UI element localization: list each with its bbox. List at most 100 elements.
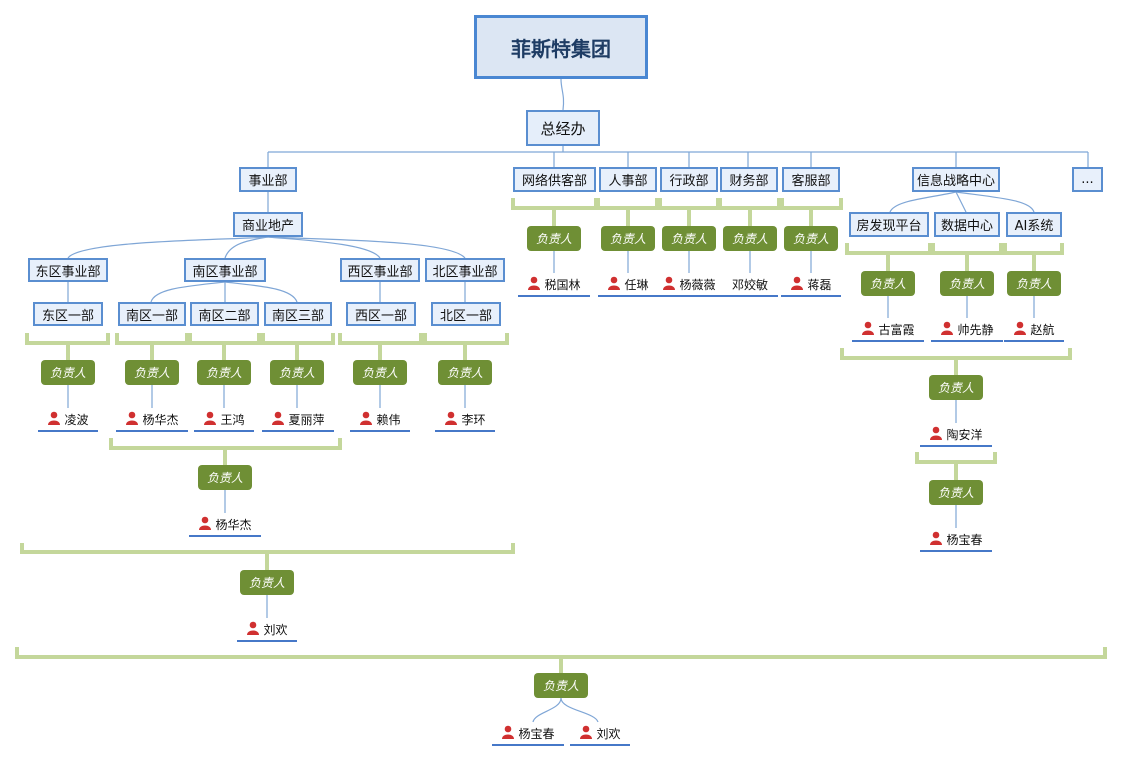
role-label: 负责人 <box>784 226 838 251</box>
person-north-lead[interactable]: 李环 <box>435 408 495 432</box>
dept-north-1[interactable]: 北区一部 <box>431 302 501 326</box>
person-name: 王鸿 <box>220 412 245 427</box>
person-service-lead[interactable]: 蒋磊 <box>781 273 841 297</box>
person-name: 杨华杰 <box>142 412 179 427</box>
person-network-lead[interactable]: 税国林 <box>518 273 590 297</box>
role-label: 负责人 <box>240 570 294 595</box>
dept-more[interactable]: ... <box>1072 167 1103 192</box>
dept-east-1[interactable]: 东区一部 <box>33 302 103 326</box>
person-east-lead[interactable]: 凌波 <box>38 408 98 432</box>
dept-finance[interactable]: 财务部 <box>720 167 778 192</box>
dept-data-center[interactable]: 数据中心 <box>934 212 1000 237</box>
dept-east[interactable]: 东区事业部 <box>28 258 108 282</box>
person-icon <box>125 411 139 428</box>
person-icon <box>203 411 217 428</box>
dept-south[interactable]: 南区事业部 <box>184 258 266 282</box>
person-info-head[interactable]: 杨宝春 <box>920 528 992 552</box>
person-icon <box>662 276 676 293</box>
dept-west[interactable]: 西区事业部 <box>340 258 420 282</box>
person-west-lead[interactable]: 赖伟 <box>350 408 410 432</box>
role-label: 负责人 <box>723 226 777 251</box>
ceo-office[interactable]: 总经办 <box>526 110 600 146</box>
person-group-lead-2[interactable]: 刘欢 <box>570 722 630 746</box>
person-business-lead[interactable]: 刘欢 <box>237 618 297 642</box>
role-label: 负责人 <box>662 226 716 251</box>
role-label: 负责人 <box>270 360 324 385</box>
role-label: 负责人 <box>534 673 588 698</box>
person-data-lead[interactable]: 帅先静 <box>931 318 1003 342</box>
person-south2-lead[interactable]: 王鸿 <box>194 408 254 432</box>
person-name: 杨薇薇 <box>679 277 716 292</box>
person-ai-lead[interactable]: 赵航 <box>1004 318 1064 342</box>
person-south-region-lead[interactable]: 杨华杰 <box>189 513 261 537</box>
dept-business[interactable]: 事业部 <box>239 167 297 192</box>
person-admin-lead[interactable]: 杨薇薇 <box>656 273 722 297</box>
person-name: 杨宝春 <box>518 726 555 741</box>
person-group-lead-1[interactable]: 杨宝春 <box>492 722 564 746</box>
person-icon <box>501 725 515 742</box>
dept-service[interactable]: 客服部 <box>782 167 840 192</box>
role-label: 负责人 <box>197 360 251 385</box>
person-name: 夏丽萍 <box>288 412 325 427</box>
person-icon <box>929 531 943 548</box>
person-info-lead[interactable]: 陶安洋 <box>920 423 992 447</box>
role-label: 负责人 <box>438 360 492 385</box>
person-icon <box>790 276 804 293</box>
dept-south-3[interactable]: 南区三部 <box>264 302 332 326</box>
person-icon <box>1013 321 1027 338</box>
person-name: 帅先静 <box>957 322 994 337</box>
person-name: 刘欢 <box>263 622 288 637</box>
person-name: 邓姣敏 <box>731 277 768 292</box>
dept-network[interactable]: 网络供客部 <box>513 167 596 192</box>
role-label: 负责人 <box>601 226 655 251</box>
role-label: 负责人 <box>861 271 915 296</box>
person-south3-lead[interactable]: 夏丽萍 <box>262 408 334 432</box>
dept-ai-system[interactable]: AI系统 <box>1006 212 1062 237</box>
person-name: 赵航 <box>1030 322 1055 337</box>
person-name: 凌波 <box>64 412 89 427</box>
person-icon <box>271 411 285 428</box>
person-name: 李环 <box>461 412 486 427</box>
person-icon <box>929 426 943 443</box>
person-hr-lead[interactable]: 任琳 <box>598 273 658 297</box>
company-root[interactable]: 菲斯特集团 <box>474 15 648 79</box>
dept-hr[interactable]: 人事部 <box>599 167 657 192</box>
role-label: 负责人 <box>41 360 95 385</box>
role-label: 负责人 <box>353 360 407 385</box>
role-label: 负责人 <box>940 271 994 296</box>
person-name: 陶安洋 <box>946 427 983 442</box>
person-house-lead[interactable]: 古富霞 <box>852 318 924 342</box>
dept-commercial-realestate[interactable]: 商业地产 <box>233 212 303 237</box>
person-icon <box>579 725 593 742</box>
person-icon <box>246 621 260 638</box>
role-label: 负责人 <box>125 360 179 385</box>
person-name: 蒋磊 <box>807 277 832 292</box>
dept-north[interactable]: 北区事业部 <box>425 258 505 282</box>
person-icon <box>444 411 458 428</box>
person-icon <box>47 411 61 428</box>
role-label: 负责人 <box>198 465 252 490</box>
person-icon <box>607 276 621 293</box>
role-label: 负责人 <box>929 375 983 400</box>
role-label: 负责人 <box>527 226 581 251</box>
person-icon <box>940 321 954 338</box>
person-name: 古富霞 <box>878 322 915 337</box>
person-name: 杨宝春 <box>946 532 983 547</box>
person-south1-lead[interactable]: 杨华杰 <box>116 408 188 432</box>
role-label: 负责人 <box>1007 271 1061 296</box>
dept-admin[interactable]: 行政部 <box>660 167 718 192</box>
dept-house-platform[interactable]: 房发现平台 <box>849 212 929 237</box>
person-name: 刘欢 <box>596 726 621 741</box>
person-name: 税国林 <box>544 277 581 292</box>
person-icon <box>198 516 212 533</box>
dept-west-1[interactable]: 西区一部 <box>346 302 416 326</box>
dept-info-center[interactable]: 信息战略中心 <box>912 167 1000 192</box>
person-name: 杨华杰 <box>215 517 252 532</box>
person-name: 赖伟 <box>376 412 401 427</box>
dept-south-1[interactable]: 南区一部 <box>118 302 186 326</box>
person-icon <box>359 411 373 428</box>
dept-south-2[interactable]: 南区二部 <box>190 302 259 326</box>
person-finance-lead[interactable]: 邓姣敏 <box>722 273 778 297</box>
